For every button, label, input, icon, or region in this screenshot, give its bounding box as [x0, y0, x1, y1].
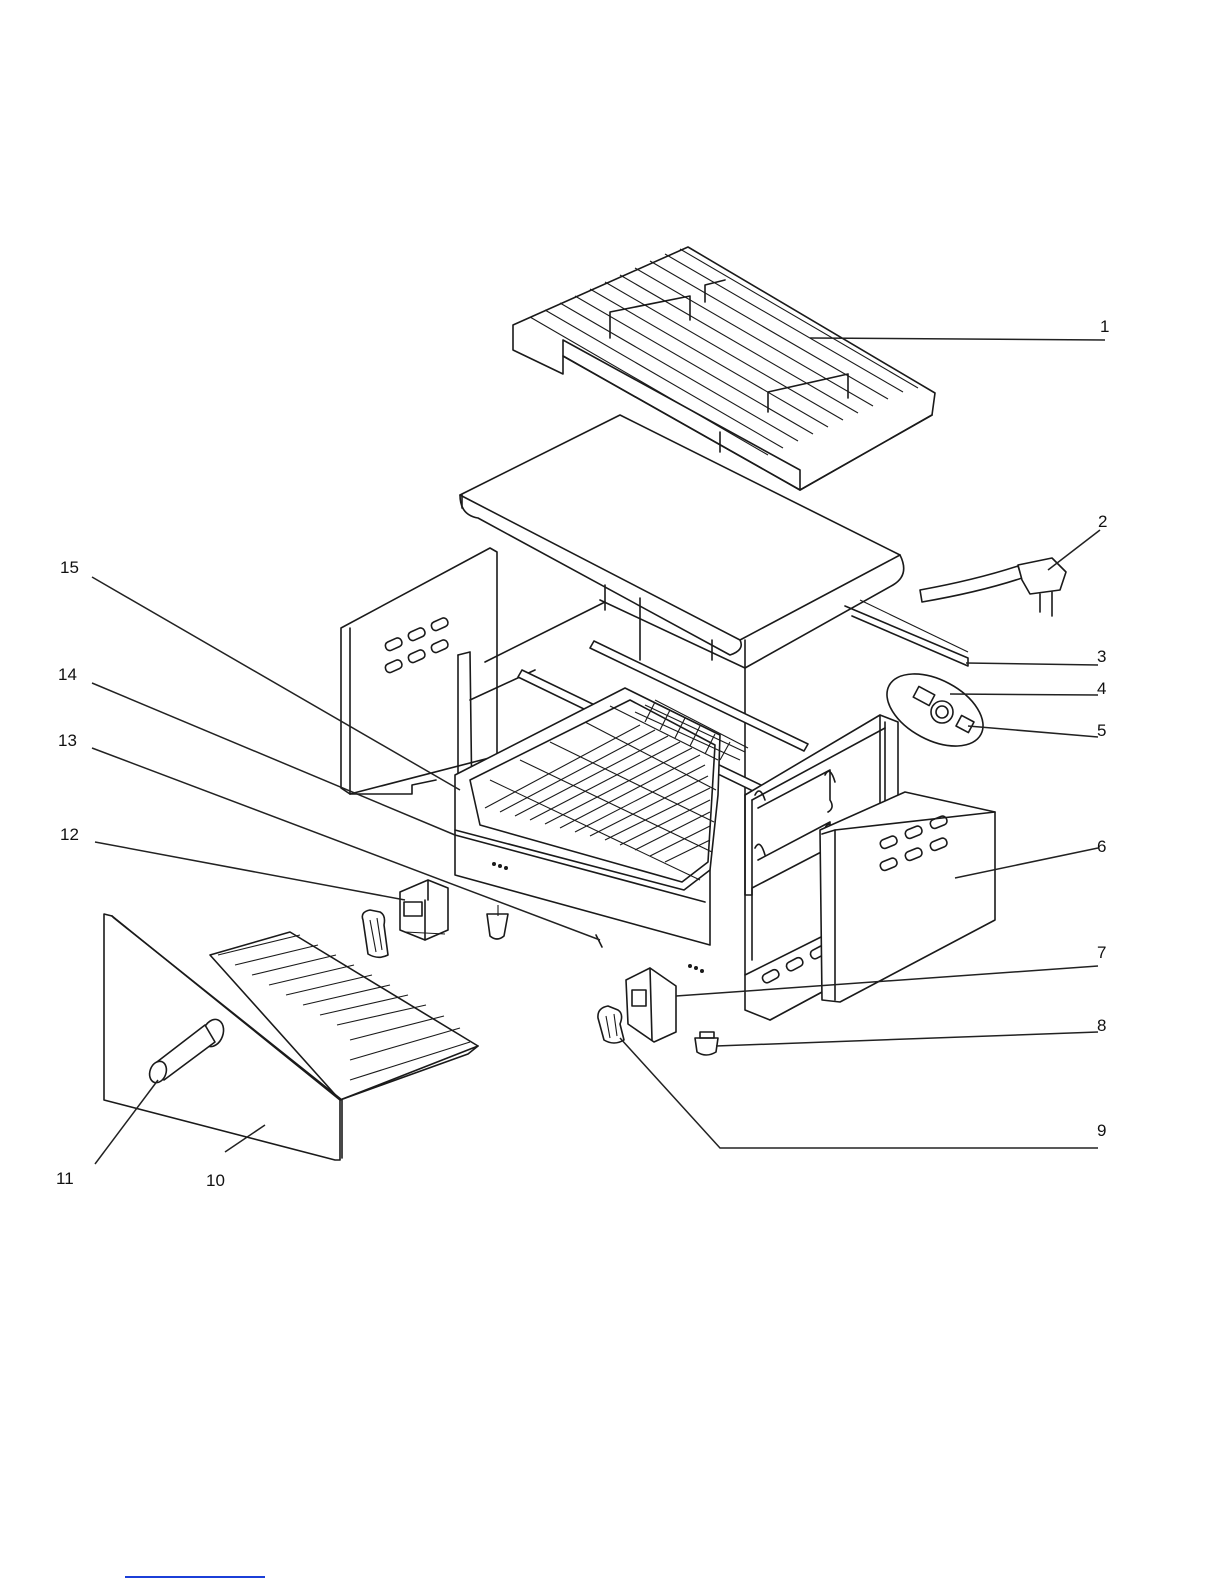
- callout-2: 2: [1098, 512, 1107, 531]
- lower-rack-and-tray: [455, 688, 748, 947]
- callout-10: 10: [206, 1171, 225, 1190]
- callout-6: 6: [1097, 837, 1106, 856]
- callout-5: 5: [1097, 721, 1106, 740]
- part-8-foot: [695, 1032, 718, 1055]
- left-side-panel: [341, 548, 497, 794]
- foot-center: [487, 905, 508, 939]
- part-12-switch: [400, 880, 448, 940]
- callout-15: 15: [60, 558, 79, 577]
- callout-14: 14: [58, 665, 77, 684]
- knob-left: [362, 910, 388, 957]
- footer-link-underline[interactable]: [125, 1576, 265, 1578]
- part-7-switch: [626, 968, 676, 1042]
- callout-7: 7: [1097, 943, 1106, 962]
- callout-8: 8: [1097, 1016, 1106, 1035]
- callout-13: 13: [58, 731, 77, 750]
- callout-1: 1: [1100, 317, 1109, 336]
- part-10-front-panel: [104, 914, 478, 1160]
- callout-9: 9: [1097, 1121, 1106, 1140]
- part-2-power-cord: [920, 558, 1066, 616]
- knob-right: [598, 1006, 624, 1043]
- callout-12: 12: [60, 825, 79, 844]
- part-3-rear-panel-strip: [845, 600, 968, 666]
- part-6-right-side-panel: [820, 792, 995, 1002]
- callout-11: 11: [56, 1169, 74, 1188]
- callout-4: 4: [1097, 679, 1106, 698]
- callout-3: 3: [1097, 647, 1106, 666]
